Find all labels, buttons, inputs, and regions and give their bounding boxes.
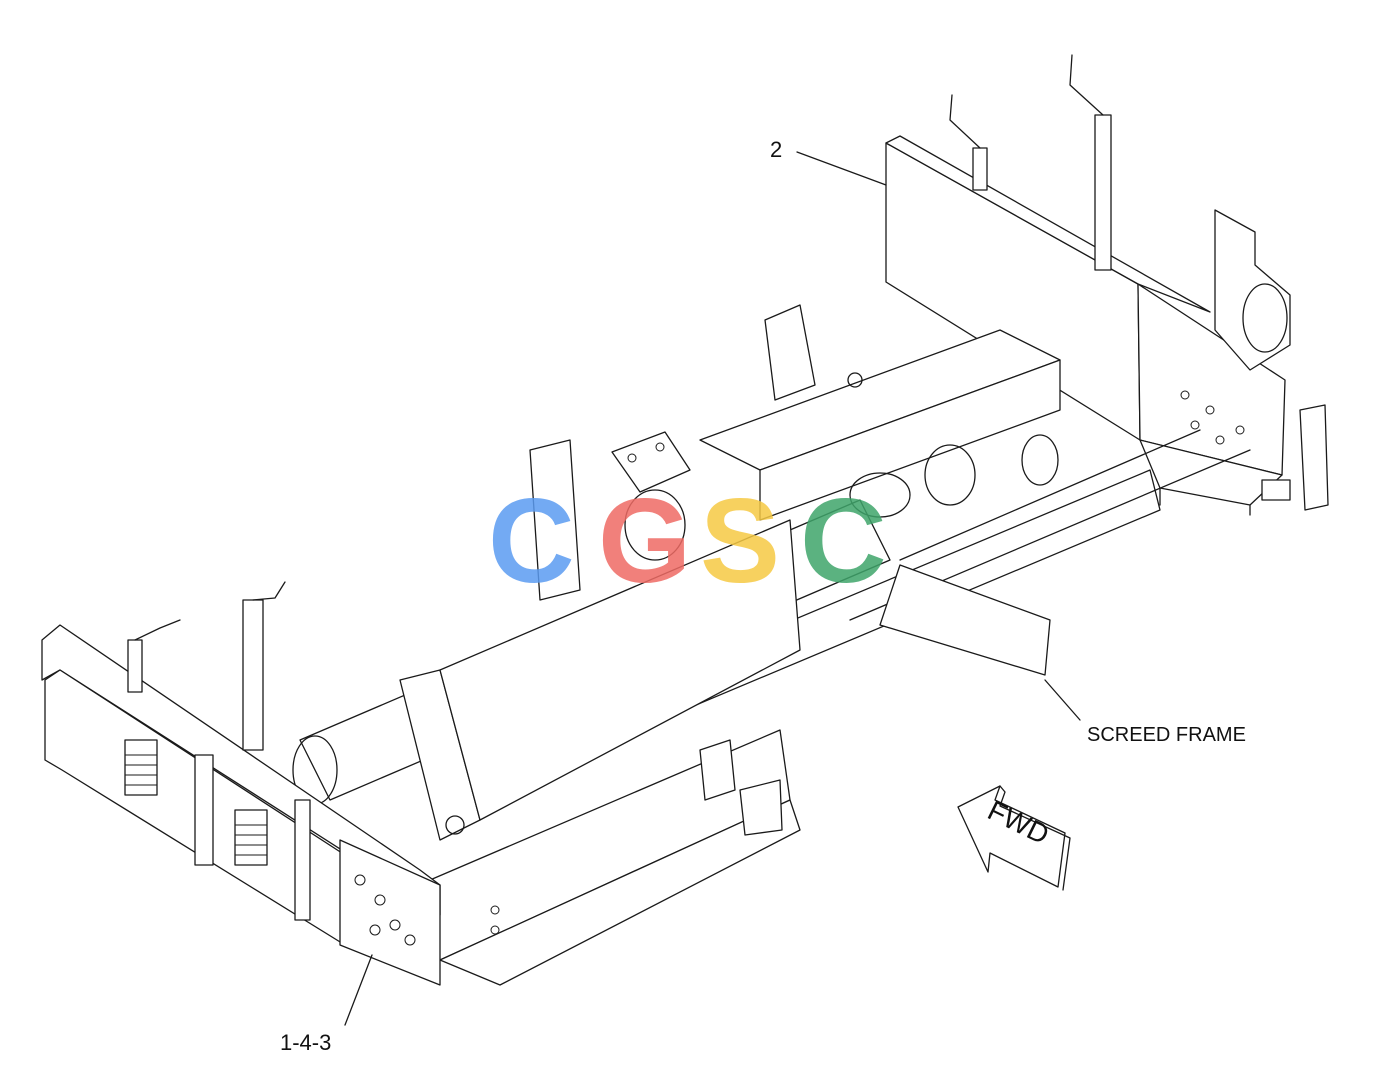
leader-line-2 [796, 151, 887, 186]
leader-line-screed-frame [1044, 679, 1081, 721]
callout-label-2: 2 [770, 137, 782, 162]
watermark-letter-c1: C [488, 474, 575, 608]
right-end-plate-assembly [885, 54, 1329, 516]
screed-frame-label: SCREED FRAME [1087, 724, 1246, 746]
watermark-letter-c2: C [800, 474, 887, 608]
left-end-plate-assembly [41, 581, 500, 986]
callout-2: 2 [770, 137, 887, 186]
callout-1-4-3: 1-4-3 [280, 954, 373, 1055]
arrow-icon [957, 785, 1066, 888]
callout-screed-frame: SCREED FRAME [1044, 679, 1246, 746]
spring-right [234, 809, 268, 866]
forward-direction-arrow: FWD [957, 785, 1071, 891]
spring-left [124, 739, 158, 796]
leader-line-1-4-3 [344, 954, 373, 1026]
callout-label-1-4-3: 1-4-3 [280, 1030, 331, 1055]
watermark-letter-g: G [598, 474, 691, 608]
watermark: C G S C [488, 474, 887, 608]
watermark-letter-s: S [700, 474, 780, 608]
main-frame [292, 304, 1251, 986]
